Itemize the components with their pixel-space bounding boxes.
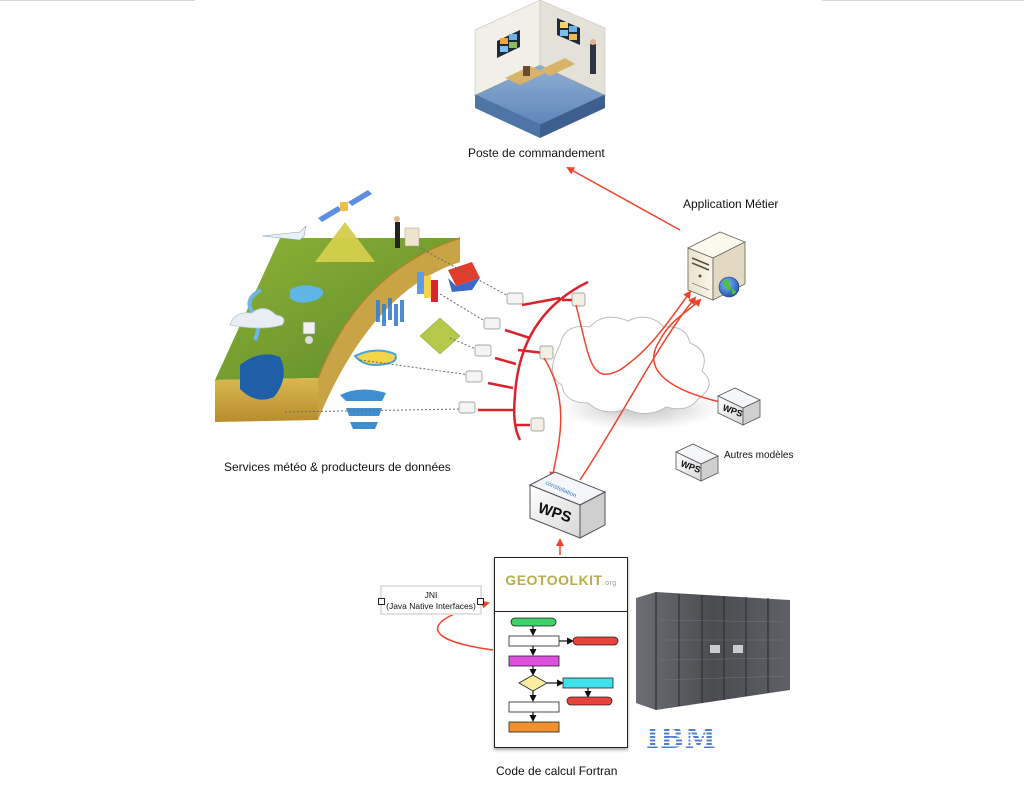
- box-divider: [495, 611, 627, 612]
- small-wps-nodes: [458, 292, 586, 432]
- flow-process-3: [508, 701, 560, 713]
- business-app-label: Application Métier: [683, 197, 779, 211]
- control-room-illustration: [473, 0, 607, 138]
- fortran-label: Code de calcul Fortran: [496, 764, 618, 778]
- scientist-icon: [394, 216, 420, 248]
- flow-decision: [518, 674, 548, 692]
- flow-process-1: [508, 635, 560, 647]
- frame-top-border-left: [0, 0, 195, 1]
- wps-server-main: WPS constellation: [528, 471, 607, 539]
- jni-box: JNI (Java Native Interfaces): [378, 585, 484, 615]
- connector-handle-left: [378, 598, 385, 605]
- flow-process-2: [508, 655, 560, 667]
- supercomputer-racks-icon: [636, 592, 790, 710]
- airplane-icon: [261, 225, 307, 241]
- wps-server-other-models: WPS: [675, 443, 719, 482]
- flow-io: [562, 677, 614, 689]
- frame-top-border-right: [822, 0, 1024, 1]
- server-globe-icon: [687, 231, 746, 301]
- command-post-label: Poste de commandement: [468, 146, 605, 160]
- other-models-label: Autres modèles: [724, 450, 794, 461]
- flow-start: [510, 617, 557, 627]
- flowchart: [508, 617, 619, 733]
- connector-handle-right: [477, 598, 484, 605]
- flow-process-4: [508, 721, 560, 733]
- earth-data-layers-illustration: [215, 190, 480, 429]
- jni-subtitle: (Java Native Interfaces): [386, 601, 476, 611]
- geotoolkit-logo: GEOTOOLKIT.org: [505, 572, 617, 588]
- jni-title: JNI: [424, 590, 438, 600]
- service-bus: [478, 280, 589, 441]
- flow-end-2: [566, 696, 613, 706]
- radar-icon: [302, 321, 316, 344]
- flow-end-1: [572, 636, 619, 646]
- ibm-logo: IBM: [646, 722, 717, 755]
- fortran-code-box: GEOTOOLKIT.org: [494, 557, 628, 748]
- network-cloud-icon: [552, 316, 720, 430]
- wps-server-remote: WPS: [717, 387, 761, 426]
- satellite-icon: [318, 190, 372, 222]
- data-layer-icons: [340, 262, 480, 429]
- data-services-label: Services météo & producteurs de données: [224, 460, 451, 474]
- dotted-data-links: [284, 247, 513, 413]
